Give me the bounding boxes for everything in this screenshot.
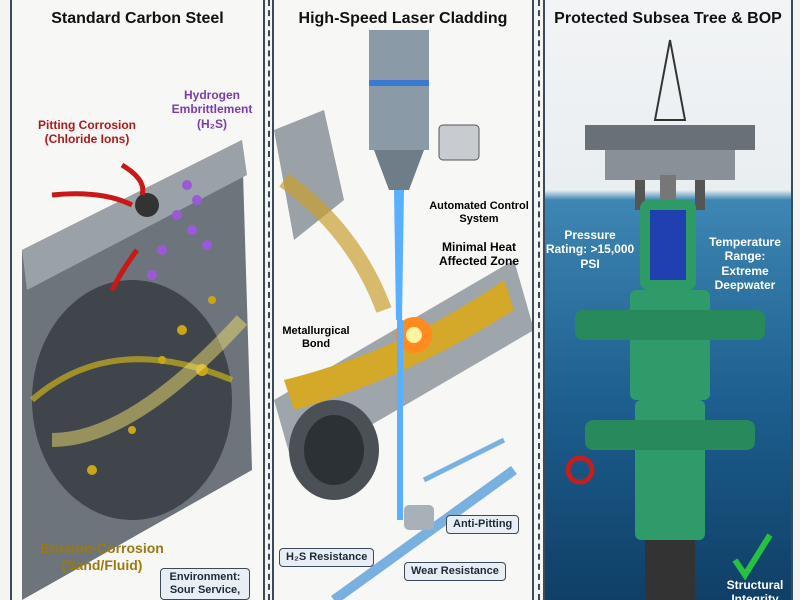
subsea-tree-illustration <box>565 39 773 600</box>
label-environment: Environment: Sour Service, <box>160 568 250 600</box>
flow-connector-1 <box>268 0 270 600</box>
label-temperature-range: Temperature Range: Extreme Deepwater <box>709 235 781 293</box>
label-h2s-resistance: H₂S Resistance <box>279 548 375 568</box>
panel-title: Protected Subsea Tree & BOP <box>554 10 782 27</box>
label-automated-control: Automated Control System <box>429 200 529 226</box>
label-erosion-corrosion: Erosion-Corrosion (Sand/Fluid) <box>40 540 164 573</box>
panel-title: High-Speed Laser Cladding <box>298 10 508 27</box>
label-hydrogen-embrittlement: Hydrogen Embrittlement(H₂S) <box>171 88 253 131</box>
label-wear-resistance: Wear Resistance <box>404 562 506 582</box>
panel-subsea-tree: Protected Subsea Tree & BOP Pressure Rat… <box>543 0 793 600</box>
panel-laser-cladding: High-Speed Laser Cladding Automated Cont… <box>272 0 534 600</box>
label-pressure-rating: Pressure Rating: >15,000 PSI <box>545 228 635 271</box>
label-metallurgical-bond: Metallurgical Bond <box>282 325 350 351</box>
panel-title: Standard Carbon Steel <box>51 10 224 27</box>
label-pitting-corrosion: Pitting Corrosion (Chloride Ions) <box>38 118 136 147</box>
laser-cladding-illustration <box>274 30 532 600</box>
label-anti-pitting: Anti-Pitting <box>446 515 520 535</box>
flow-connector-2 <box>538 0 540 600</box>
label-structural-integrity: Structural Integrity <box>726 578 784 600</box>
label-heat-affected-zone: Minimal Heat Affected Zone <box>438 240 519 269</box>
panel-carbon-steel: Standard Carbon Steel Hydrogen Embrittle… <box>10 0 265 600</box>
corroded-pipe-illustration <box>22 140 252 600</box>
